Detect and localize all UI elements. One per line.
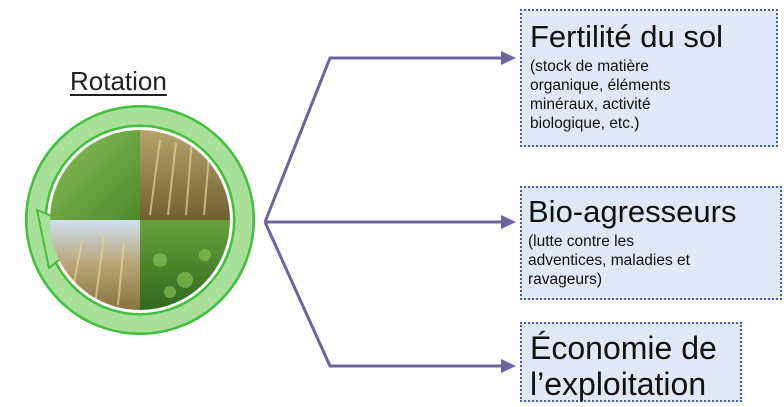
arrow-head-pests <box>501 215 516 229</box>
soil-fertility-heading: Fertilité du sol <box>530 19 723 54</box>
detail-line: biologique, etc.) <box>530 115 640 132</box>
bio-aggressors-detail: (lutte contre les adventices, maladies e… <box>528 232 780 289</box>
bio-aggressors-box: Bio-agresseurs (lutte contre les adventi… <box>520 186 782 300</box>
crop-photos <box>50 130 230 310</box>
detail-line: (stock de matière <box>530 58 649 75</box>
soil-fertility-detail: (stock de matière organique, éléments mi… <box>530 57 776 133</box>
arrow-head-fertility <box>501 51 516 65</box>
bio-aggressors-heading: Bio-agresseurs <box>528 194 737 229</box>
detail-line: adventices, maladies et <box>528 252 690 269</box>
detail-line: ravageurs) <box>528 271 603 288</box>
connector-lines <box>263 56 505 368</box>
diagram-title: Rotation <box>70 66 167 96</box>
arrow-head-economy <box>501 359 516 373</box>
soil-fertility-box: Fertilité du sol (stock de matière organ… <box>520 9 778 147</box>
farm-economy-heading-line-2: l’exploitation <box>530 366 707 402</box>
detail-line: (lutte contre les <box>528 233 634 250</box>
farm-economy-heading-line-1: Économie de <box>530 330 717 366</box>
farm-economy-box: Économie de l’exploitation <box>520 322 742 402</box>
detail-line: minéraux, activité <box>530 96 651 113</box>
detail-line: organique, éléments <box>530 77 671 94</box>
